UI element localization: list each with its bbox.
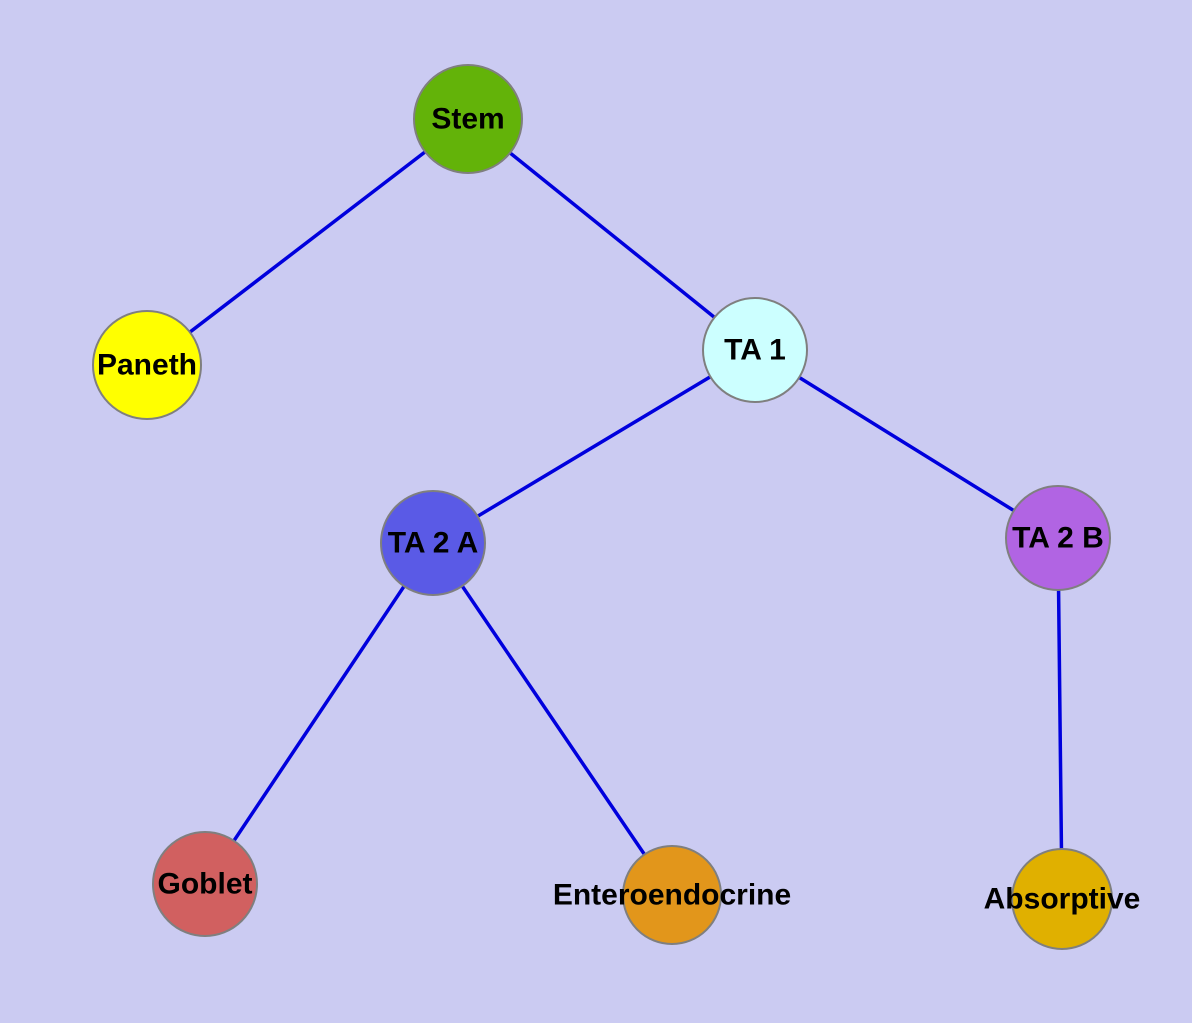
- edge-stem-paneth: [145, 117, 470, 367]
- node-circle-enteroendocrine[interactable]: [622, 845, 722, 945]
- node-enteroendocrine[interactable]: Enteroendocrine: [553, 845, 791, 945]
- node-ta2b[interactable]: TA 2 B: [1005, 485, 1111, 591]
- node-ta1[interactable]: TA 1: [702, 297, 808, 403]
- node-ta2a[interactable]: TA 2 A: [380, 490, 486, 596]
- node-stem[interactable]: Stem: [413, 64, 523, 174]
- node-circle-ta2a[interactable]: [380, 490, 486, 596]
- edge-ta1-ta2a: [431, 348, 757, 545]
- node-circle-paneth[interactable]: [92, 310, 202, 420]
- node-circle-ta2b[interactable]: [1005, 485, 1111, 591]
- node-circle-absorptive[interactable]: [1011, 848, 1113, 950]
- node-circle-goblet[interactable]: [152, 831, 258, 937]
- edge-ta2a-goblet: [203, 541, 435, 886]
- edge-ta2a-enteroendocrine: [431, 541, 674, 897]
- edge-ta2b-absorptive: [1056, 536, 1064, 901]
- node-circle-stem[interactable]: [413, 64, 523, 174]
- edge-ta1-ta2b: [753, 348, 1060, 540]
- node-goblet[interactable]: Goblet: [152, 831, 258, 937]
- node-paneth[interactable]: Paneth: [92, 310, 202, 420]
- node-circle-ta1[interactable]: [702, 297, 808, 403]
- node-absorptive[interactable]: Absorptive: [984, 848, 1141, 950]
- edge-stem-ta1: [466, 117, 757, 352]
